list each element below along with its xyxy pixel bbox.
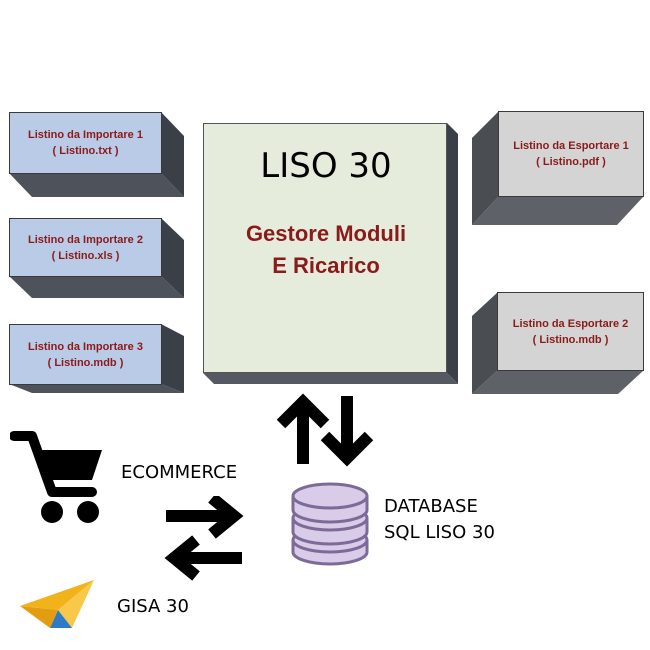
database-label: DATABASE SQL LISO 30 [384, 494, 495, 546]
arrow-right-icon [166, 496, 244, 539]
import-box-3-face: Listino da Importare 3 ( Listino.mdb ) [9, 324, 162, 385]
export-box-2-depth [472, 292, 644, 394]
import-box-2-file: ( Listino.xls ) [51, 249, 120, 262]
database-icon [291, 482, 369, 566]
import-box-2-face: Listino da Importare 2 ( Listino.xls ) [9, 218, 162, 277]
export-box-1-face: Listino da Esportare 1 ( Listino.pdf ) [498, 111, 644, 197]
database-label-line1: DATABASE [384, 496, 478, 517]
shopping-cart-icon [10, 431, 102, 523]
main-subtitle-line2: E Ricarico [272, 253, 380, 278]
arrow-up-icon [276, 393, 330, 464]
paper-plane-icon [20, 580, 94, 628]
export-box-1-file: ( Listino.pdf ) [536, 156, 606, 168]
import-box-1-face: Listino da Importare 1 ( Listino.txt ) [9, 112, 162, 174]
exchange-arrows-icon [164, 496, 244, 581]
export-box-2-face: Listino da Esportare 2 ( Listino.mdb ) [497, 292, 644, 371]
import-box-1-file: ( Listino.txt ) [52, 145, 119, 157]
import-box-3-title: Listino da Importare 3 [28, 340, 143, 353]
liso-main-box: LISO 30 Gestore Moduli E Ricarico [203, 123, 447, 373]
import-box-3: Listino da Importare 3 ( Listino.mdb ) [9, 324, 184, 393]
import-box-1: Listino da Importare 1 ( Listino.txt ) [9, 112, 184, 197]
export-box-1-depth [472, 111, 644, 225]
import-box-3-depth [9, 324, 184, 393]
gisa-label: GISA 30 [117, 596, 189, 617]
export-box-2-file: ( Listino.mdb ) [532, 333, 609, 346]
export-box-2-title: Listino da Esportare 2 [512, 317, 629, 330]
import-box-1-depth [9, 112, 184, 197]
import-box-3-file: ( Listino.mdb ) [47, 356, 124, 369]
arrow-left-icon [164, 535, 242, 581]
import-box-1-title: Listino da Importare 1 [28, 129, 143, 141]
import-box-2-depth [9, 218, 184, 298]
import-box-2: Listino da Importare 2 ( Listino.xls ) [9, 218, 184, 298]
export-box-2: Listino da Esportare 2 ( Listino.mdb ) [472, 292, 644, 394]
vertical-sync-arrows-icon [276, 393, 374, 467]
main-title: LISO 30 [260, 146, 392, 186]
export-box-1-title: Listino da Esportare 1 [513, 140, 629, 152]
ecommerce-label: ECOMMERCE [121, 462, 238, 483]
database-label-line2: SQL LISO 30 [384, 522, 495, 543]
import-box-2-title: Listino da Importare 2 [28, 233, 143, 246]
arrow-down-icon [320, 396, 374, 467]
main-subtitle-line1: Gestore Moduli [245, 221, 407, 246]
export-box-1: Listino da Esportare 1 ( Listino.pdf ) [472, 111, 644, 225]
main-subtitle: Gestore Moduli E Ricarico [204, 218, 448, 282]
